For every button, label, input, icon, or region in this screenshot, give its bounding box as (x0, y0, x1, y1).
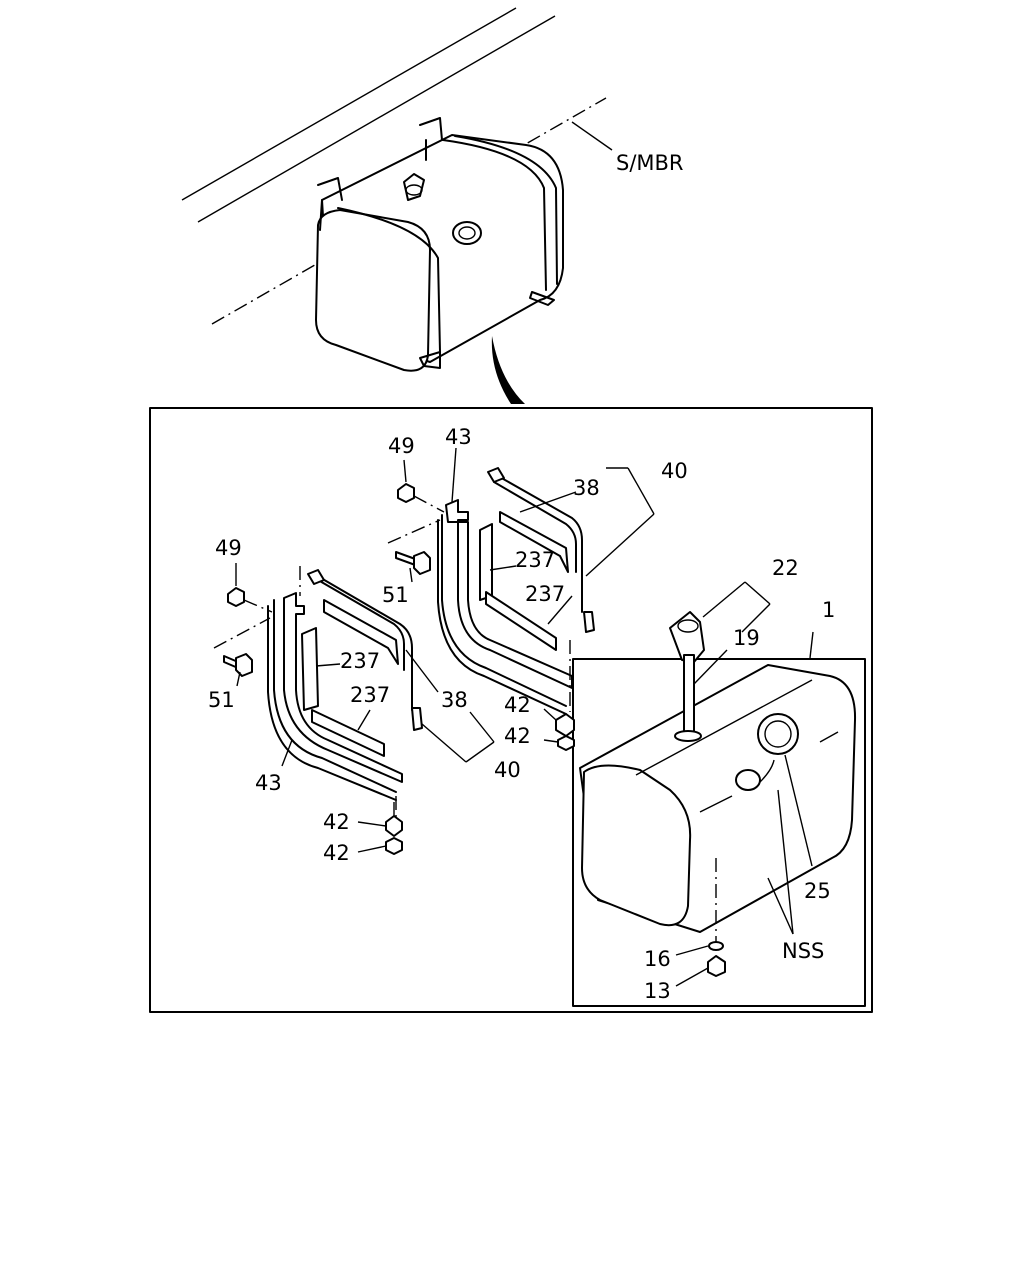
label-washer: 16 (644, 947, 671, 971)
leaders-right (675, 581, 814, 987)
label-bracket-left: 43 (255, 771, 282, 795)
connector-lines (213, 495, 445, 818)
label-tank: 1 (822, 598, 835, 622)
label-pad-left-2: 237 (350, 683, 390, 707)
label-bolt-left: 51 (208, 688, 235, 712)
label-nut-42-left-1: 42 (323, 810, 350, 834)
label-gauge-unit: 19 (733, 626, 760, 650)
label-nut-49-upper: 49 (388, 434, 415, 458)
label-strip-left: 38 (441, 688, 468, 712)
label-drain-plug: 13 (644, 979, 671, 1003)
detail-frame (149, 407, 873, 1013)
label-cap: 25 (804, 879, 831, 903)
label-strip-upper: 38 (573, 476, 600, 500)
label-nss: NSS (782, 939, 824, 963)
label-pad-left-1: 237 (340, 649, 380, 673)
fuel-tank (579, 664, 857, 950)
leaders-left (235, 447, 655, 853)
label-smbr: S/MBR (616, 151, 684, 175)
drain-plug (707, 941, 726, 977)
label-bolt-upper: 51 (382, 583, 409, 607)
label-band-upper: 40 (661, 459, 688, 483)
fasteners (223, 483, 575, 855)
label-pad-upper-2: 237 (525, 582, 565, 606)
label-pad-upper-1: 237 (515, 548, 555, 572)
label-nut-42-upper-1: 42 (504, 693, 531, 717)
label-nut-49-left: 49 (215, 536, 242, 560)
label-band-left: 40 (494, 758, 521, 782)
label-gauge-assy: 22 (772, 556, 799, 580)
label-nut-42-left-2: 42 (323, 841, 350, 865)
fuel-gauge-unit (669, 611, 705, 742)
label-nut-42-upper-2: 42 (504, 724, 531, 748)
bracket-assembly-upper (437, 467, 595, 715)
label-bracket-upper: 43 (445, 425, 472, 449)
bracket-assembly-lower (267, 566, 423, 820)
overview-illustration (181, 7, 613, 404)
